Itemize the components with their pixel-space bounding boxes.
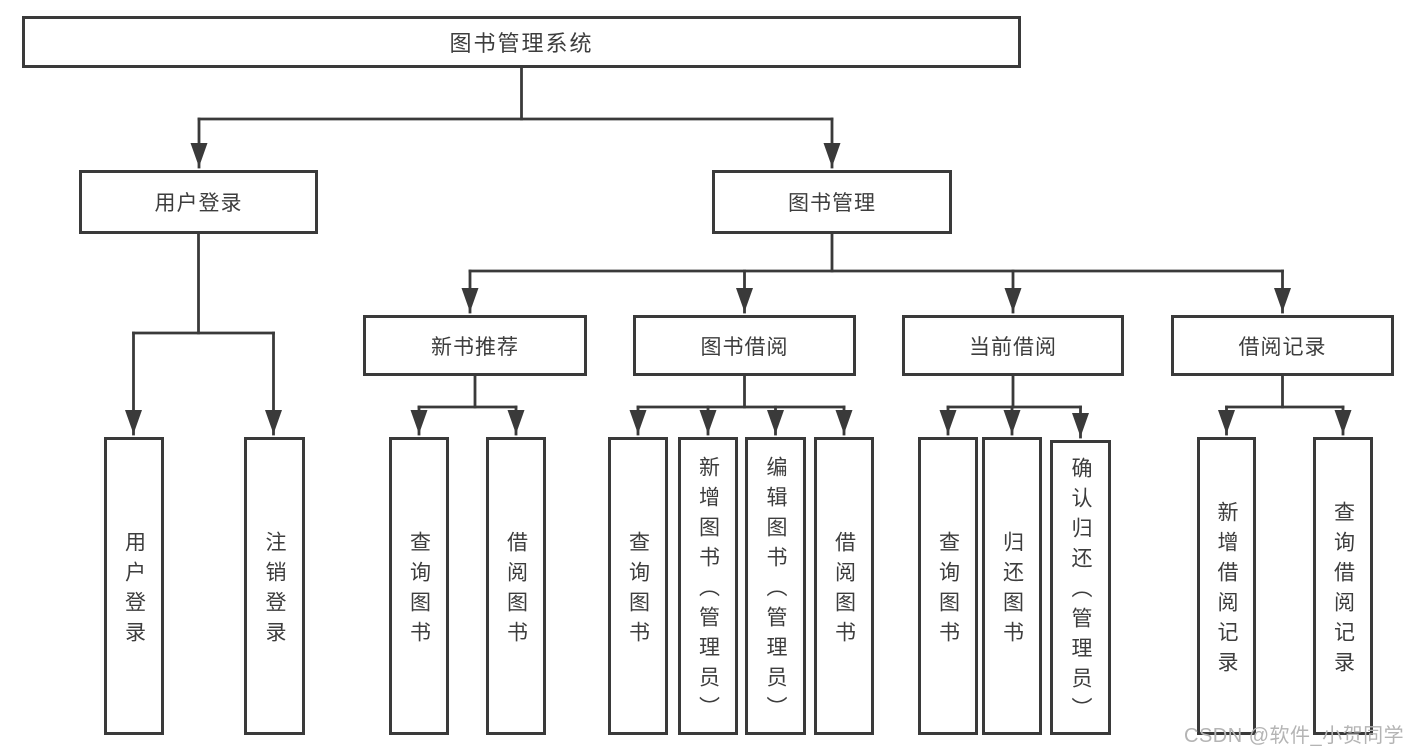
leaf-query-books-borrow: 查询图书 bbox=[608, 437, 668, 735]
node-new-book-recommend: 新书推荐 bbox=[363, 315, 587, 376]
node-book-management: 图书管理 bbox=[712, 170, 952, 234]
leaf-confirm-return-admin: 确认归还（管理员） bbox=[1050, 440, 1111, 735]
node-root-system: 图书管理系统 bbox=[22, 16, 1021, 68]
leaf-borrow-books-recommend: 借阅图书 bbox=[486, 437, 546, 735]
leaf-add-book-admin: 新增图书（管理员） bbox=[678, 437, 738, 735]
leaf-return-book: 归还图书 bbox=[982, 437, 1042, 735]
leaf-query-borrow-record: 查询借阅记录 bbox=[1313, 437, 1373, 735]
leaf-logout: 注销登录 bbox=[244, 437, 305, 735]
leaf-user-login: 用户登录 bbox=[104, 437, 164, 735]
leaf-query-books-recommend: 查询图书 bbox=[389, 437, 449, 735]
watermark-text: CSDN @软件_小贺同学 bbox=[1184, 725, 1405, 747]
node-user-login: 用户登录 bbox=[79, 170, 318, 234]
leaf-edit-book-admin: 编辑图书（管理员） bbox=[745, 437, 806, 735]
leaf-add-borrow-record: 新增借阅记录 bbox=[1197, 437, 1256, 735]
leaf-query-books-current: 查询图书 bbox=[918, 437, 978, 735]
node-book-borrow: 图书借阅 bbox=[633, 315, 856, 376]
leaf-borrow-books: 借阅图书 bbox=[814, 437, 874, 735]
node-current-borrow: 当前借阅 bbox=[902, 315, 1124, 376]
node-borrow-records: 借阅记录 bbox=[1171, 315, 1394, 376]
